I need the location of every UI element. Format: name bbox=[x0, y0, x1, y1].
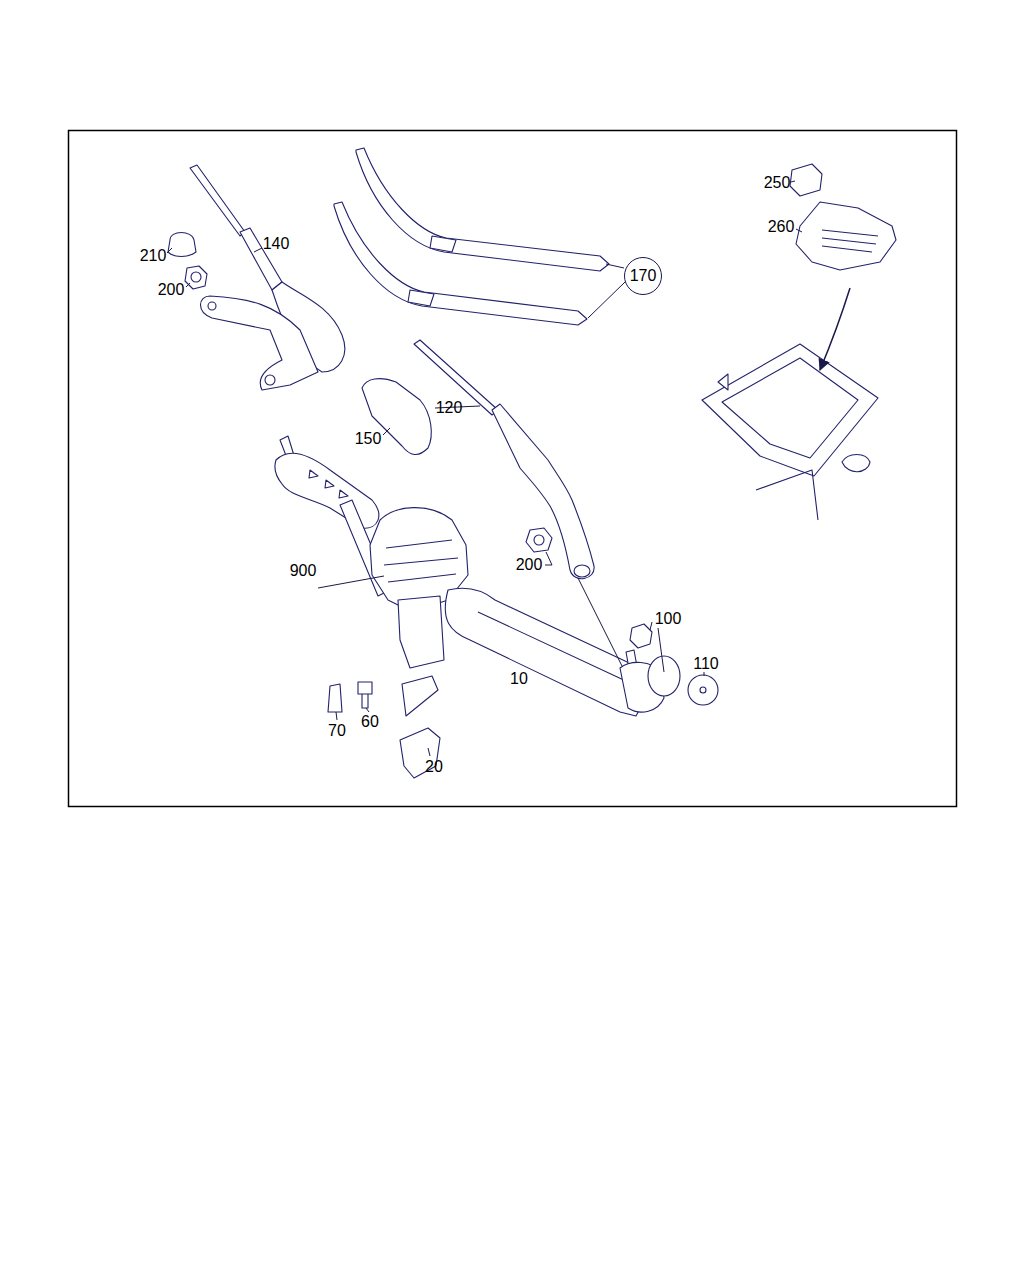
leader-line bbox=[578, 578, 622, 666]
disc bbox=[688, 675, 718, 705]
motor-bracket bbox=[398, 596, 444, 668]
leader-line bbox=[545, 552, 552, 565]
leader-line bbox=[650, 622, 652, 630]
callout-number: 110 bbox=[693, 656, 719, 672]
callout-number: 260 bbox=[768, 219, 795, 235]
wiper-blade bbox=[356, 148, 609, 271]
callout-circle: 170 bbox=[624, 257, 663, 296]
bolt bbox=[358, 682, 372, 708]
callout-number: 900 bbox=[290, 563, 317, 579]
linkage-tube bbox=[445, 588, 650, 716]
nut bbox=[526, 528, 552, 552]
leader-line bbox=[167, 248, 172, 253]
callout-number: 250 bbox=[764, 175, 791, 191]
nut bbox=[185, 266, 207, 289]
placement-arrow bbox=[820, 288, 850, 370]
plate-holes bbox=[309, 470, 348, 498]
wiper-arm bbox=[190, 165, 245, 236]
bracket bbox=[402, 676, 438, 716]
windshield-frame bbox=[702, 344, 878, 476]
callout-number: 100 bbox=[655, 611, 682, 627]
pillar bbox=[718, 374, 728, 390]
nut bbox=[630, 624, 652, 648]
leader-line bbox=[428, 748, 430, 756]
callout-number: 70 bbox=[328, 723, 346, 739]
callout-number: 210 bbox=[140, 248, 167, 264]
frame bbox=[69, 131, 957, 807]
leader-line bbox=[383, 428, 390, 435]
grommet bbox=[328, 684, 342, 712]
leader-line bbox=[318, 576, 384, 588]
leader-line bbox=[658, 628, 664, 672]
mirror bbox=[842, 455, 870, 472]
sensor bbox=[790, 164, 822, 196]
nut-hole bbox=[191, 272, 201, 282]
wiper-arm bbox=[414, 340, 498, 415]
blade-clip bbox=[430, 236, 456, 252]
leader-line bbox=[606, 264, 624, 268]
housing-vents bbox=[822, 230, 878, 252]
leader-line bbox=[704, 672, 705, 676]
cap bbox=[168, 233, 196, 257]
callout-number: 10 bbox=[510, 671, 528, 687]
arm-bracket bbox=[201, 296, 319, 390]
pivot-cover bbox=[648, 656, 680, 696]
windshield-glass bbox=[722, 358, 858, 458]
leader-line bbox=[791, 181, 795, 182]
callout-number: 150 bbox=[355, 431, 382, 447]
wiper-arm bbox=[492, 404, 594, 579]
motor-ribs bbox=[384, 540, 458, 582]
callout-number: 200 bbox=[516, 557, 543, 573]
body-line bbox=[756, 470, 818, 520]
crank-plate bbox=[275, 453, 379, 528]
wiper-blade bbox=[334, 202, 587, 325]
leader-line bbox=[796, 229, 802, 232]
callout-number: 120 bbox=[436, 400, 463, 416]
callout-number: 170 bbox=[630, 268, 657, 284]
callout-number: 60 bbox=[361, 714, 379, 730]
arm-eye bbox=[574, 565, 590, 577]
bracket-hole bbox=[208, 302, 216, 310]
blade-clip bbox=[408, 290, 434, 306]
callout-number: 200 bbox=[158, 282, 185, 298]
callout-number: 140 bbox=[263, 236, 290, 252]
callout-number: 20 bbox=[425, 759, 443, 775]
bracket-hole bbox=[265, 375, 275, 385]
disc-hole bbox=[700, 687, 706, 693]
housing bbox=[796, 202, 896, 270]
leader-line bbox=[366, 708, 369, 712]
leader-line bbox=[336, 712, 337, 720]
leader-line bbox=[588, 282, 625, 318]
leader-line bbox=[186, 283, 190, 287]
tube-line bbox=[478, 612, 628, 682]
nut-hole bbox=[534, 535, 544, 545]
leader-line bbox=[254, 248, 262, 252]
